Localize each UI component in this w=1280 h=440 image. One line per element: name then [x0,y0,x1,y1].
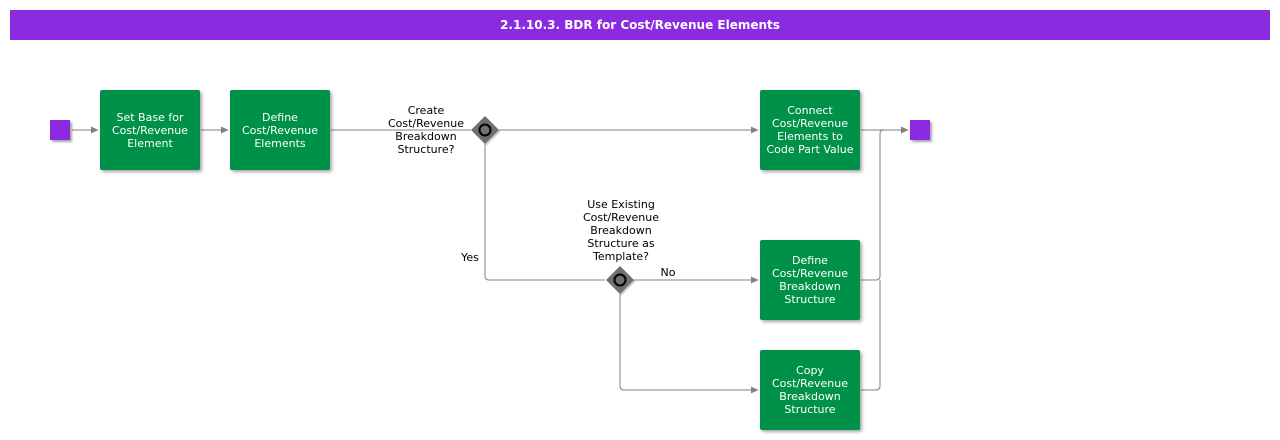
gateway-use-existing [606,266,636,296]
task-connect-code-part[interactable]: Connect Cost/Revenue Elements to Code Pa… [760,90,860,170]
end-event [910,120,930,140]
flow-gateway2-to-copy [619,294,759,394]
flow-copy-to-end [861,280,881,391]
gateway-use-existing-label: Use Existing Cost/Revenue Breakdown Stru… [582,198,660,263]
task-set-base[interactable]: Set Base for Cost/Revenue Element [100,90,200,170]
task-define-structure[interactable]: Define Cost/Revenue Breakdown Structure [760,240,860,320]
flow-label-no: No [660,266,676,279]
gateway-create-structure [471,116,501,146]
task-define-elements[interactable]: Define Cost/Revenue Elements [230,90,330,170]
flow-gateway-yes [484,144,605,281]
flow-label-yes: Yes [461,251,479,264]
flow-define-structure-to-end [861,129,885,281]
gateway-create-label: Create Cost/Revenue Breakdown Structure? [387,104,465,156]
task-copy-structure[interactable]: Copy Cost/Revenue Breakdown Structure [760,350,860,430]
start-event [50,120,70,140]
diagram-title: 2.1.10.3. BDR for Cost/Revenue Elements [10,10,1270,40]
